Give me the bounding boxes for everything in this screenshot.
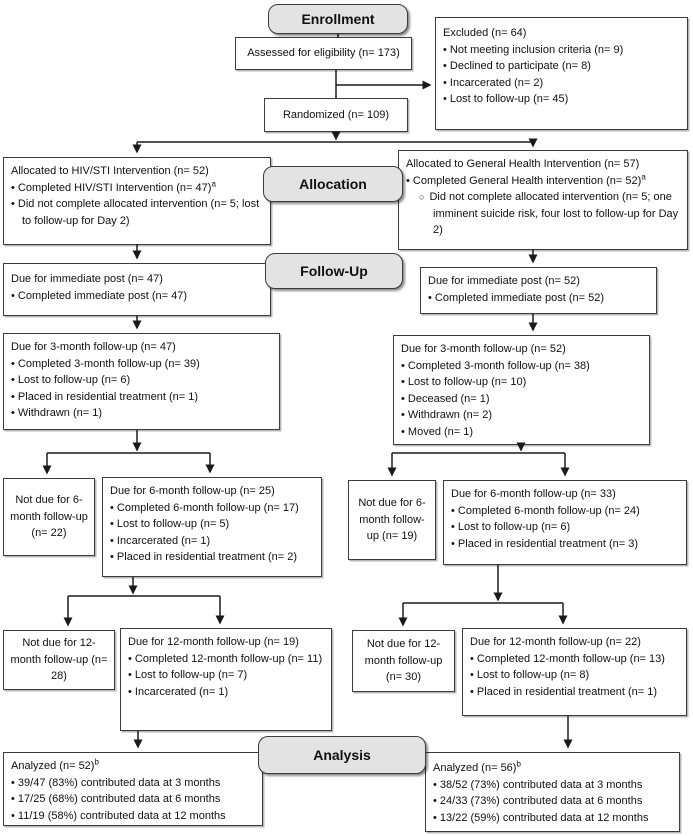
box-due-6-month-right: Due for 6-month follow-up (n= 33) Comple… xyxy=(443,480,687,565)
m3-right-title: Due for 3-month follow-up (n= 52) xyxy=(401,343,566,355)
box-immediate-post-left: Due for immediate post (n= 47) Completed… xyxy=(3,263,271,316)
footnote-marker-b: b xyxy=(516,759,521,769)
box-assessed-for-eligibility: Assessed for eligibility (n= 173) xyxy=(235,37,412,70)
box-not-due-12-month-left: Not due for 12-month follow-up (n= 28) xyxy=(3,630,115,690)
m3-right-item: Completed 3-month follow-up (n= 38) xyxy=(401,358,643,375)
box-allocated-general-health: Allocated to General Health Intervention… xyxy=(398,150,688,250)
alloc-right-item: Completed General Health intervention (n… xyxy=(406,171,681,190)
due12-left-item: Completed 12-month follow-up (n= 11) xyxy=(128,651,325,668)
alloc-left-item: Completed HIV/STI Intervention (n= 47)a xyxy=(11,178,264,197)
m3-right-item: Withdrawn (n= 2) xyxy=(401,407,643,424)
phase-label-enrollment: Enrollment xyxy=(268,4,408,34)
box-immediate-post-right: Due for immediate post (n= 52) Completed… xyxy=(420,267,657,314)
analyzed-right-item: 13/22 (59%) contributed data at 12 month… xyxy=(433,810,673,827)
due6-left-item: Placed in residential treatment (n= 2) xyxy=(110,549,315,566)
analyzed-left-item: 17/25 (68%) contributed data at 6 months xyxy=(11,791,256,808)
excluded-title: Excluded (n= 64) xyxy=(443,27,527,39)
due12-right-items: Completed 12-month follow-up (n= 13) Los… xyxy=(470,651,680,701)
box-3-month-right: Due for 3-month follow-up (n= 52) Comple… xyxy=(393,335,650,445)
due6-left-items: Completed 6-month follow-up (n= 17) Lost… xyxy=(110,500,315,566)
alloc-right-sub-item: Did not complete allocated intervention … xyxy=(406,189,681,239)
box-analyzed-left: Analyzed (n= 52)b 39/47 (83%) contribute… xyxy=(3,752,263,826)
due6-right-item: Completed 6-month follow-up (n= 24) xyxy=(451,503,680,520)
analyzed-left-item: 39/47 (83%) contributed data at 3 months xyxy=(11,775,256,792)
due6-left-item: Incarcerated (n= 1) xyxy=(110,533,315,550)
excluded-reason: Not meeting inclusion criteria (n= 9) xyxy=(443,42,681,59)
alloc-left-items: Completed HIV/STI Intervention (n= 47)a … xyxy=(11,178,264,230)
due12-right-item: Lost to follow-up (n= 8) xyxy=(470,667,680,684)
box-due-6-month-left: Due for 6-month follow-up (n= 25) Comple… xyxy=(102,477,322,577)
excluded-reason: Lost to follow-up (n= 45) xyxy=(443,91,681,108)
m3-left-item: Placed in residential treatment (n= 1) xyxy=(11,389,273,406)
due6-right-item: Lost to follow-up (n= 6) xyxy=(451,519,680,536)
footnote-marker-b: b xyxy=(94,757,99,767)
m3-right-item: Deceased (n= 1) xyxy=(401,391,643,408)
box-not-due-6-month-right: Not due for 6-month follow-up (n= 19) xyxy=(348,480,436,560)
due6-left-title: Due for 6-month follow-up (n= 25) xyxy=(110,485,275,497)
box-allocated-hiv-sti: Allocated to HIV/STI Intervention (n= 52… xyxy=(3,157,271,245)
analyzed-right-item: 38/52 (73%) contributed data at 3 months xyxy=(433,777,673,794)
post-right-items: Completed immediate post (n= 52) xyxy=(428,290,650,307)
alloc-left-title: Allocated to HIV/STI Intervention (n= 52… xyxy=(11,165,209,177)
footnote-marker-a: a xyxy=(211,178,216,188)
box-analyzed-right: Analyzed (n= 56)b 38/52 (73%) contribute… xyxy=(425,752,680,832)
excluded-reason: Declined to participate (n= 8) xyxy=(443,58,681,75)
due12-right-item: Placed in residential treatment (n= 1) xyxy=(470,684,680,701)
analyzed-right-items: 38/52 (73%) contributed data at 3 months… xyxy=(433,777,673,827)
due6-left-item: Lost to follow-up (n= 5) xyxy=(110,516,315,533)
due6-right-title: Due for 6-month follow-up (n= 33) xyxy=(451,488,616,500)
post-left-item: Completed immediate post (n= 47) xyxy=(11,288,264,305)
due12-left-item: Lost to follow-up (n= 7) xyxy=(128,667,325,684)
due12-left-item: Incarcerated (n= 1) xyxy=(128,684,325,701)
m3-left-items: Completed 3-month follow-up (n= 39) Lost… xyxy=(11,356,273,422)
m3-left-item: Withdrawn (n= 1) xyxy=(11,405,273,422)
analyzed-left-title: Analyzed (n= 52)b xyxy=(11,757,99,772)
analyzed-left-item: 11/19 (58%) contributed data at 12 month… xyxy=(11,808,256,825)
m3-right-items: Completed 3-month follow-up (n= 38) Lost… xyxy=(401,358,643,441)
due12-left-items: Completed 12-month follow-up (n= 11) Los… xyxy=(128,651,325,701)
box-due-12-month-left: Due for 12-month follow-up (n= 19) Compl… xyxy=(120,628,332,731)
excluded-reason: Incarcerated (n= 2) xyxy=(443,75,681,92)
box-due-12-month-right: Due for 12-month follow-up (n= 22) Compl… xyxy=(462,628,687,716)
due12-left-title: Due for 12-month follow-up (n= 19) xyxy=(128,636,299,648)
post-left-items: Completed immediate post (n= 47) xyxy=(11,288,264,305)
phase-label-allocation: Allocation xyxy=(263,166,403,202)
analyzed-right-item: 24/33 (73%) contributed data at 6 months xyxy=(433,793,673,810)
m3-left-title: Due for 3-month follow-up (n= 47) xyxy=(11,341,176,353)
footnote-marker-a: a xyxy=(641,171,646,181)
phase-label-analysis: Analysis xyxy=(258,736,426,774)
box-excluded: Excluded (n= 64) Not meeting inclusion c… xyxy=(435,17,688,130)
box-randomized: Randomized (n= 109) xyxy=(264,98,408,132)
due6-right-item: Placed in residential treatment (n= 3) xyxy=(451,536,680,553)
alloc-right-items: Completed General Health intervention (n… xyxy=(406,171,681,239)
phase-label-follow-up: Follow-Up xyxy=(265,253,403,289)
post-right-item: Completed immediate post (n= 52) xyxy=(428,290,650,307)
due6-left-item: Completed 6-month follow-up (n= 17) xyxy=(110,500,315,517)
box-3-month-left: Due for 3-month follow-up (n= 47) Comple… xyxy=(3,333,280,430)
box-not-due-12-month-right: Not due for 12-month follow-up (n= 30) xyxy=(352,630,455,692)
post-right-title: Due for immediate post (n= 52) xyxy=(428,275,580,287)
m3-right-item: Moved (n= 1) xyxy=(401,424,643,441)
alloc-right-title: Allocated to General Health Intervention… xyxy=(406,158,640,170)
due6-right-items: Completed 6-month follow-up (n= 24) Lost… xyxy=(451,503,680,553)
post-left-title: Due for immediate post (n= 47) xyxy=(11,273,163,285)
analyzed-right-title: Analyzed (n= 56)b xyxy=(433,759,521,774)
due12-right-item: Completed 12-month follow-up (n= 13) xyxy=(470,651,680,668)
analyzed-left-items: 39/47 (83%) contributed data at 3 months… xyxy=(11,775,256,825)
m3-left-item: Lost to follow-up (n= 6) xyxy=(11,372,273,389)
excluded-reasons: Not meeting inclusion criteria (n= 9) De… xyxy=(443,42,681,108)
m3-right-item: Lost to follow-up (n= 10) xyxy=(401,374,643,391)
alloc-left-item: Did not complete allocated intervention … xyxy=(11,196,264,229)
due12-right-title: Due for 12-month follow-up (n= 22) xyxy=(470,636,641,648)
m3-left-item: Completed 3-month follow-up (n= 39) xyxy=(11,356,273,373)
box-not-due-6-month-left: Not due for 6-month follow-up (n= 22) xyxy=(3,478,95,556)
